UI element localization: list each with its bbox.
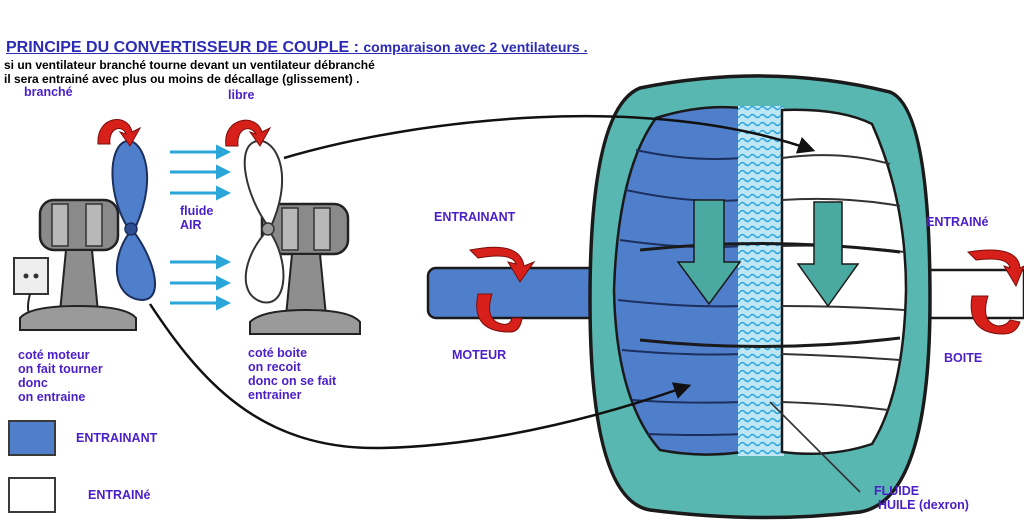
right-fan-label: libre	[228, 89, 254, 103]
left-fan	[14, 120, 155, 331]
intro-line-1: si un ventilateur branché tourne devant …	[4, 58, 375, 72]
left-fan-caption: coté moteur on fait tourner donc on entr…	[18, 348, 103, 404]
torque-converter	[428, 76, 1024, 518]
box-label: BOITE	[944, 352, 982, 366]
driven-label: ENTRAINé	[926, 216, 989, 230]
air-fluid-label: fluide AIR	[180, 204, 213, 232]
title-sub: comparaison avec 2 ventilateurs .	[363, 39, 587, 55]
oil-fluid-line-1: FLUIDE	[874, 484, 969, 498]
left-caption-line-2: on fait tourner	[18, 362, 103, 376]
right-fan-upper-blade	[245, 141, 282, 226]
right-caption-line-1: coté boite	[248, 346, 336, 360]
legend-swatch-driven	[8, 477, 56, 513]
left-caption-line-3: donc	[18, 376, 103, 390]
drive-label: ENTRAINANT	[434, 211, 515, 225]
left-fan-lower-blade	[117, 232, 155, 300]
right-caption-line-4: entrainer	[248, 388, 336, 402]
title-main: PRINCIPE DU CONVERTISSEUR DE COUPLE :	[6, 39, 359, 56]
motor-label: MOTEUR	[452, 349, 506, 363]
left-caption-line-4: on entraine	[18, 390, 103, 404]
right-fan-caption: coté boite on recoit donc on se fait ent…	[248, 346, 336, 402]
legend-label-driven: ENTRAINé	[88, 489, 151, 503]
intro-line-2: il sera entrainé avec plus ou moins de d…	[4, 72, 375, 86]
right-caption-line-2: on recoit	[248, 360, 336, 374]
left-caption-line-1: coté moteur	[18, 348, 103, 362]
fluid-zone	[738, 106, 784, 456]
left-fan-label: branché	[24, 86, 73, 100]
intro-text: si un ventilateur branché tourne devant …	[4, 58, 375, 86]
right-caption-line-3: donc on se fait	[248, 374, 336, 388]
oil-fluid-label: FLUIDE HUILE (dexron)	[874, 484, 969, 512]
legend-swatch-drive	[8, 420, 56, 456]
air-fluid-line-1: fluide	[180, 204, 213, 218]
air-fluid-line-2: AIR	[180, 218, 213, 232]
legend-label-drive: ENTRAINANT	[76, 432, 157, 446]
right-fan	[226, 120, 360, 334]
page-title: PRINCIPE DU CONVERTISSEUR DE COUPLE : co…	[6, 39, 588, 57]
oil-fluid-line-2: HUILE (dexron)	[878, 498, 969, 512]
wall-socket	[14, 258, 48, 294]
